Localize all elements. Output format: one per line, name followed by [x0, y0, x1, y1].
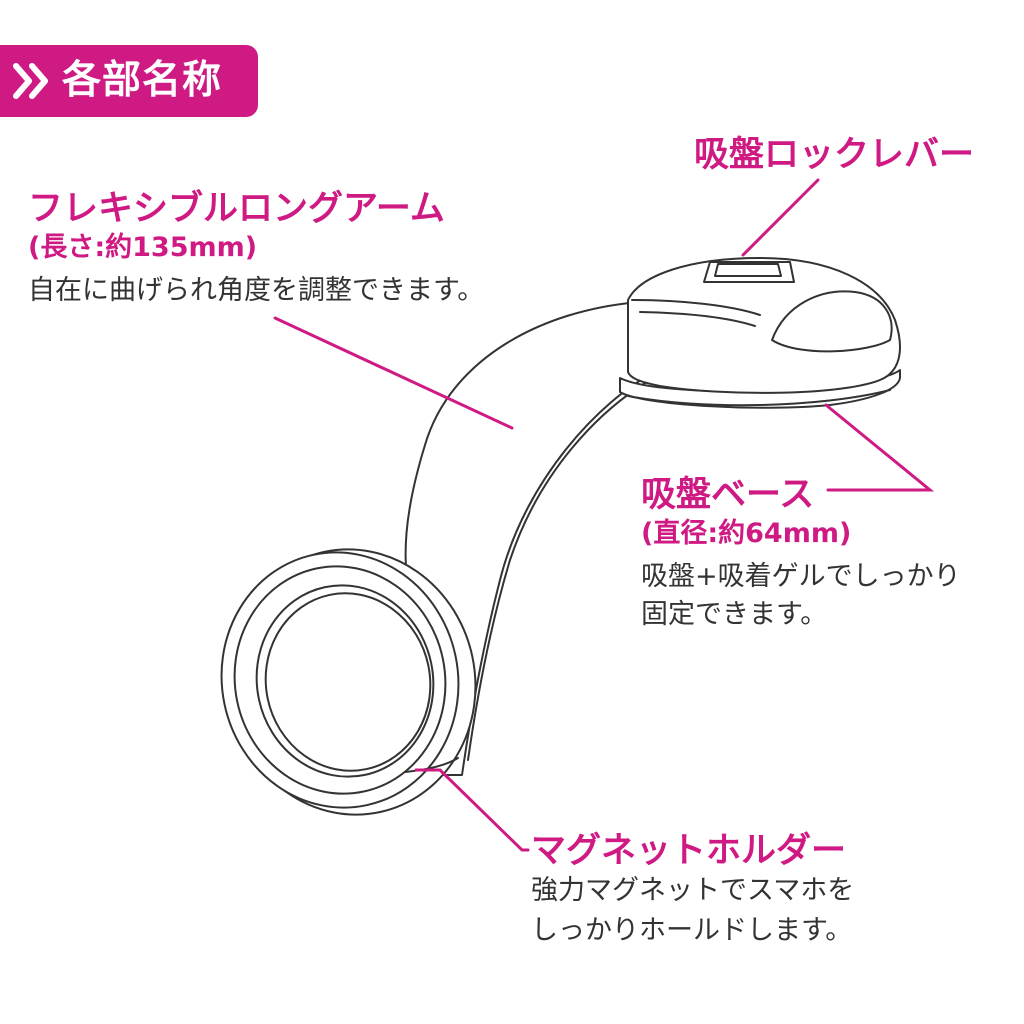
- leader-line-arm: [273, 316, 514, 430]
- magnet-holder-drawing: [220, 548, 477, 816]
- label-suction-lock-lever: 吸盤ロックレバー: [694, 135, 975, 175]
- label-magnet-holder: マグネットホルダー: [531, 831, 847, 871]
- spec-flexible-arm-length: (長さ:約135mm): [28, 232, 258, 263]
- double-chevron-right-icon: [13, 63, 48, 99]
- section-title: 各部名称: [62, 58, 223, 103]
- leader-line-lock-lever: [741, 178, 820, 257]
- label-flexible-arm: フレキシブルロングアーム: [28, 189, 445, 229]
- leader-line-magnet-holder: [414, 768, 530, 852]
- phone-mount-drawing: [220, 257, 901, 816]
- suction-lock-lever-drawing: [703, 261, 795, 283]
- suction-base-drawing: [619, 257, 901, 409]
- leader-line-suction-base: [824, 403, 935, 492]
- section-header-badge: 各部名称: [0, 45, 258, 117]
- desc-magnet-holder-line-1: 強力マグネットでスマホを: [531, 875, 855, 906]
- spec-suction-base-diameter: (直径:約64mm): [641, 518, 852, 549]
- leader-lines: [273, 178, 935, 852]
- desc-suction-base-line-1: 吸盤+吸着ゲルでしっかり: [641, 561, 961, 592]
- desc-flexible-arm: 自在に曲げられ角度を調整できます。: [28, 275, 485, 306]
- desc-magnet-holder-line-2: しっかりホールドします。: [531, 915, 853, 946]
- label-suction-base: 吸盤ベース: [641, 475, 815, 515]
- desc-suction-base-line-2: 固定できます。: [641, 599, 828, 630]
